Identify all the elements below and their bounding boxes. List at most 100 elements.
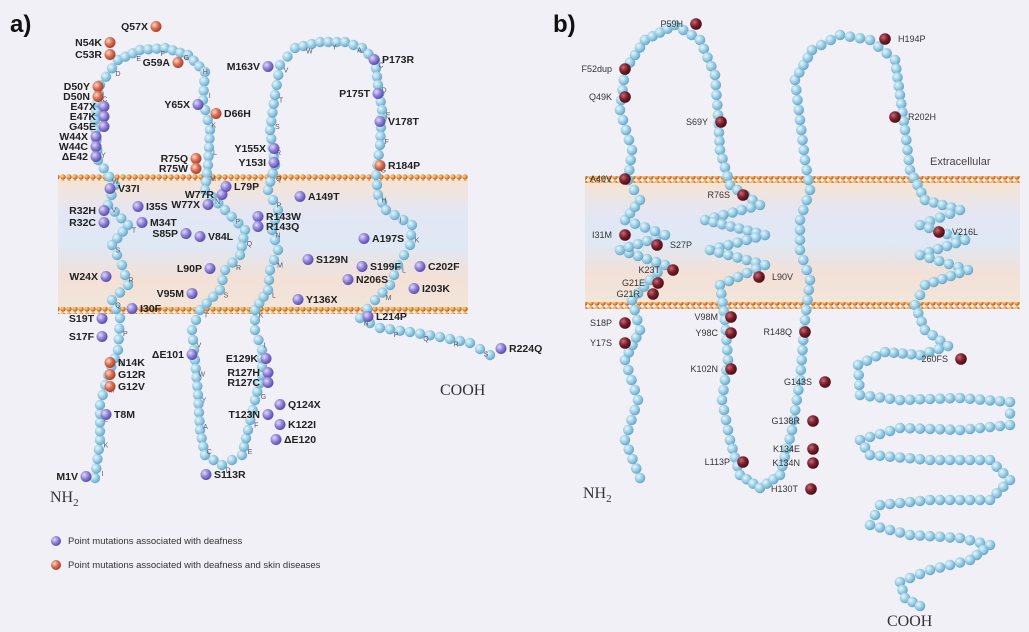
residue-bead — [794, 224, 806, 236]
residue-bead — [717, 297, 728, 308]
residue-bead — [389, 209, 400, 221]
mutation-marker — [104, 381, 116, 392]
residue-letter: I — [264, 343, 266, 350]
mutation-marker — [262, 409, 274, 420]
residue-bead — [727, 207, 738, 218]
residue-bead — [852, 359, 864, 371]
mutation-label: N14K — [118, 357, 145, 369]
mutation-label: G138R — [771, 416, 800, 426]
residue-bead — [434, 331, 446, 343]
residue-bead — [119, 269, 131, 281]
residue-bead — [256, 344, 268, 356]
residue-bead — [116, 259, 128, 271]
mutation-marker — [104, 357, 116, 368]
residue-bead — [898, 116, 910, 127]
residue-bead — [914, 453, 926, 465]
residue-bead — [984, 395, 996, 406]
residue-bead — [634, 324, 646, 336]
residue-bead — [372, 79, 384, 91]
residue-letter: W — [112, 179, 119, 186]
residue-bead — [1004, 419, 1016, 431]
mutation-marker — [799, 326, 811, 338]
mutation-label: ΔE120 — [284, 434, 316, 446]
mutation-label: I30F — [140, 303, 162, 315]
residue-bead — [945, 270, 957, 282]
residue-bead — [392, 259, 404, 271]
residue-bead — [91, 106, 102, 117]
mutation-label: L214P — [376, 311, 407, 323]
residue-letter: G — [381, 168, 386, 175]
residue-bead — [934, 531, 946, 543]
residue-bead — [798, 204, 809, 216]
mutation-marker — [126, 303, 138, 314]
residue-bead — [629, 404, 641, 416]
residue-bead — [904, 496, 916, 508]
residue-bead — [892, 72, 903, 83]
residue-bead — [266, 116, 277, 127]
residue-bead — [199, 184, 211, 196]
residue-bead — [716, 394, 728, 406]
mutation-label: R75Q — [161, 153, 188, 165]
residue-bead — [249, 394, 261, 406]
mutation-label: G143S — [784, 377, 812, 387]
mutation-marker — [100, 271, 112, 282]
residue-letter: I — [209, 93, 211, 100]
residue-letter: D — [115, 71, 120, 78]
residue-bead — [889, 54, 901, 66]
mutation-marker — [647, 288, 659, 300]
residue-bead — [928, 197, 940, 208]
residue-bead — [914, 219, 926, 231]
residue-bead — [741, 254, 752, 266]
residue-bead — [825, 34, 836, 46]
residue-bead — [964, 535, 976, 546]
residue-bead — [267, 194, 279, 206]
residue-bead — [623, 444, 635, 455]
residue-bead — [238, 441, 250, 452]
residue-bead — [723, 239, 734, 251]
residue-bead — [93, 444, 105, 455]
mutation-marker — [104, 49, 116, 60]
residue-bead — [984, 454, 996, 466]
residue-bead — [109, 206, 120, 217]
mutation-label: Q57X — [121, 21, 148, 33]
residue-bead — [994, 395, 1006, 407]
residue-bead — [376, 104, 388, 116]
mutation-label: L79P — [234, 181, 259, 193]
mutation-marker — [368, 54, 380, 65]
residue-bead — [264, 264, 276, 276]
residue-bead — [724, 434, 736, 446]
residue-bead — [262, 284, 274, 296]
mutation-markers-b — [619, 18, 967, 495]
residue-bead — [242, 424, 254, 436]
residue-bead — [897, 584, 908, 596]
residue-bead — [779, 451, 791, 463]
mutation-label: V98M — [694, 312, 718, 322]
residue-bead — [894, 452, 906, 463]
residue-bead — [934, 212, 946, 223]
residue-bead — [803, 284, 815, 296]
residue-bead — [213, 198, 224, 209]
residue-bead — [935, 335, 946, 347]
residue-bead — [203, 151, 214, 162]
residue-bead — [406, 219, 418, 231]
residue-bead — [111, 249, 123, 261]
residue-bead — [888, 347, 900, 359]
residue-letter: L — [213, 150, 217, 157]
mutation-labels-a: N54KQ57XC53RG59AD50YD50NY65XD66HM163VP17… — [56, 21, 542, 483]
residue-bead — [620, 124, 632, 136]
residue-letter: F — [254, 423, 258, 430]
legend-deafness-text: Point mutations associated with deafness — [68, 536, 243, 547]
mutation-label: W44C — [59, 141, 89, 153]
mutation-label: C53R — [75, 49, 102, 61]
mutation-label: G59A — [143, 57, 171, 69]
residue-letter: C — [102, 96, 107, 103]
residue-bead — [374, 322, 386, 334]
mutation-label: N54K — [75, 37, 102, 49]
mutation-label: W77X — [171, 199, 200, 211]
residue-bead — [629, 304, 640, 316]
residue-bead — [233, 218, 244, 229]
residue-bead — [193, 407, 205, 418]
residue-letter: L — [402, 268, 406, 275]
residue-bead — [933, 255, 945, 267]
